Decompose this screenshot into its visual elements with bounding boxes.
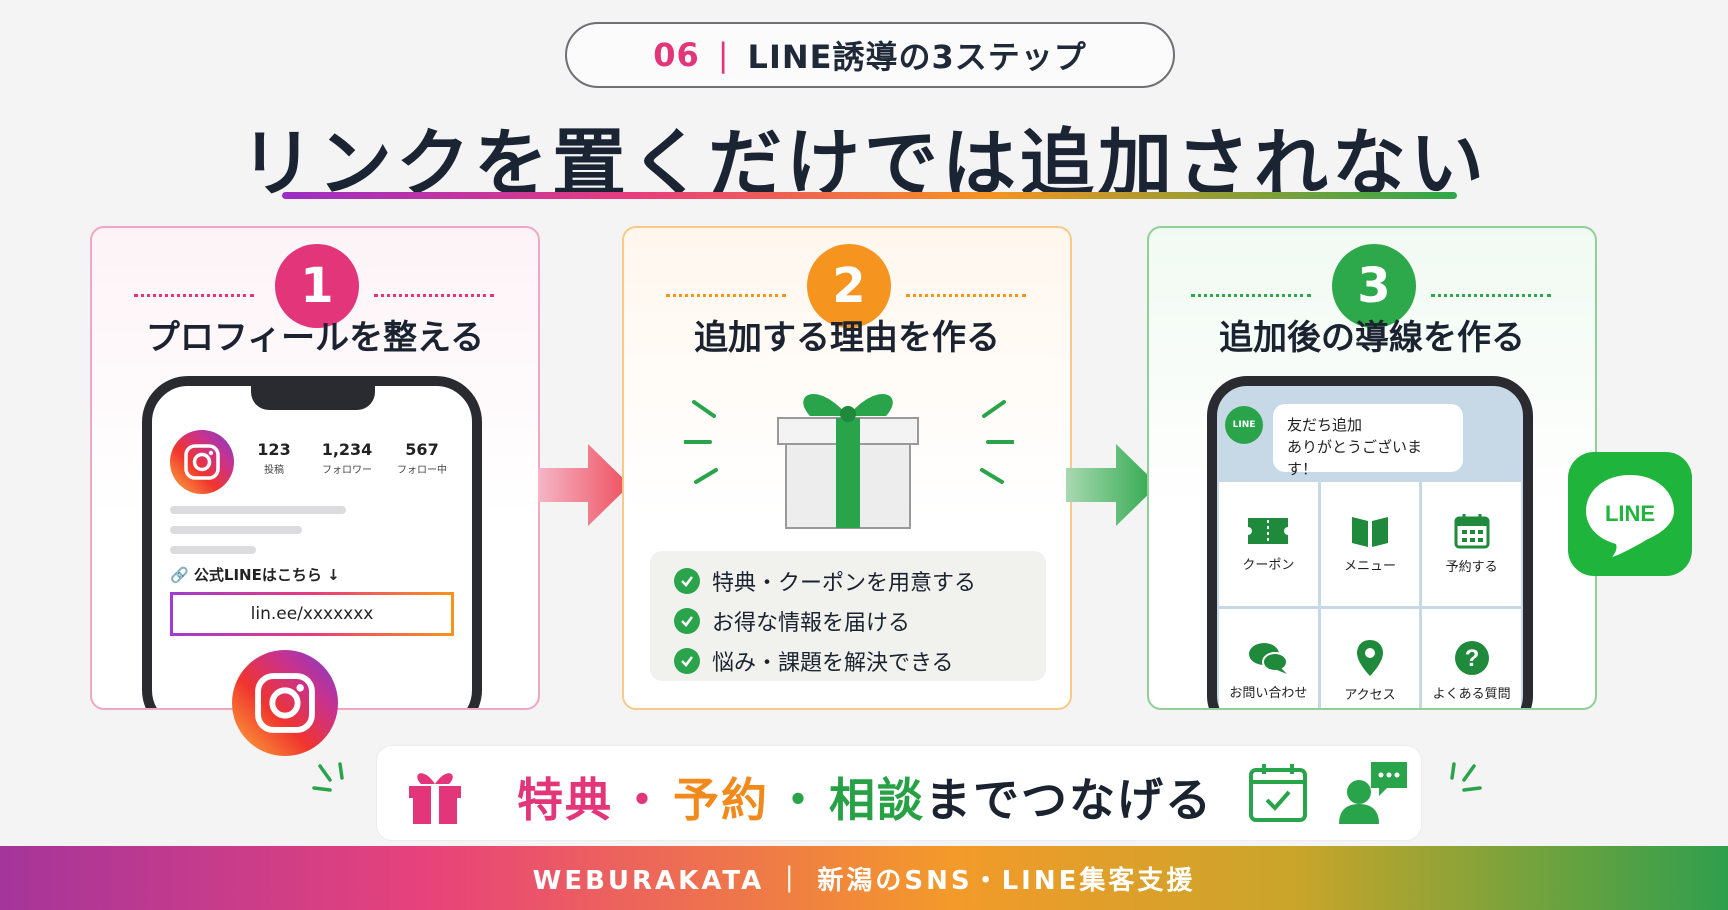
instagram-logo-icon [232, 650, 338, 756]
chat-bubbles-icon [1249, 642, 1289, 674]
stat-followers: 1,234 フォロワー [321, 440, 373, 476]
gift-icon [409, 773, 461, 824]
arrow-right-icon [538, 444, 630, 526]
dotted-divider [1191, 294, 1311, 297]
menu-access[interactable]: アクセス [1320, 608, 1420, 708]
step-title: 追加する理由を作る [694, 318, 1000, 358]
section-separator: | [717, 36, 730, 74]
arrow-down-icon: ↓ [321, 566, 340, 584]
step-card-2: 2 追加する理由を作る 特典・クーポンを用意する お得な情報を届ける 悩み・課題… [622, 226, 1072, 710]
consultation-icon [1339, 762, 1407, 824]
check-icon [674, 568, 700, 594]
chat-bubble: 友だち追加 ありがとうございます！ [1273, 404, 1463, 478]
footer-bar: WEBURAKATA ｜ 新潟のSNS・LINE集客支援 [0, 846, 1728, 910]
step-number-badge: 1 [275, 244, 359, 328]
menu-reserve[interactable]: 予約する [1422, 482, 1521, 606]
dotted-divider [374, 294, 494, 297]
dotted-divider [666, 294, 786, 297]
step-number-badge: 2 [807, 244, 891, 328]
summary-banner: 特典 ・ 予約 ・ 相談 までつなげる [376, 745, 1422, 841]
list-item: 特典・クーポンを用意する [674, 561, 1046, 601]
menu-menu[interactable]: メニュー [1320, 482, 1420, 606]
section-number: 06 [653, 36, 700, 74]
step-number-badge: 3 [1332, 244, 1416, 328]
sparkle-lines [312, 762, 344, 792]
menu-contact[interactable]: お問い合わせ [1219, 608, 1318, 708]
stat-following: 567 フォロー中 [397, 440, 447, 476]
link-icon: 🔗 [170, 566, 194, 584]
bio-placeholder-line [170, 546, 256, 554]
book-icon [1351, 517, 1388, 548]
dotted-divider [134, 294, 254, 297]
step-title: 追加後の導線を作る [1219, 318, 1525, 358]
line-url-box[interactable]: lin.ee/xxxxxxx [170, 592, 454, 636]
map-pin-icon [1356, 639, 1383, 676]
check-icon [674, 648, 700, 674]
phone-notch [251, 384, 375, 410]
step-title: プロフィールを整える [145, 318, 485, 358]
list-item: お得な情報を届ける [674, 601, 1046, 641]
dotted-divider [906, 294, 1026, 297]
rich-menu: クーポン メニュー 予約する お問い合わせ アクセス ? よくある質問 [1219, 482, 1521, 708]
bio-placeholder-line [170, 526, 302, 534]
svg-text:?: ? [1464, 645, 1479, 672]
line-app-icon: LINE [1568, 452, 1692, 576]
menu-faq[interactable]: ? よくある質問 [1422, 608, 1521, 708]
dotted-divider [1431, 294, 1551, 297]
line-logo-text: LINE [1605, 501, 1655, 526]
phone-mockup: LINE 友だち追加 ありがとうございます！ クーポン メニュー 予約する お問… [1207, 376, 1533, 708]
instagram-icon [170, 430, 234, 494]
gift-box-icon [777, 393, 919, 529]
calendar-icon [1454, 514, 1490, 549]
summary-text: 特典 ・ 予約 ・ 相談 までつなげる [517, 773, 1213, 827]
step-card-1: 1 プロフィールを整える 123 投稿 1,234 フォロワー 567 フォロー… [90, 226, 540, 710]
section-label: 06 | LINE誘導の3ステップ [565, 22, 1175, 88]
sparkle-lines [684, 400, 1014, 484]
list-item: 悩み・課題を解決できる [674, 641, 1046, 681]
title-underline [282, 192, 1457, 199]
reason-checklist: 特典・クーポンを用意する お得な情報を届ける 悩み・課題を解決できる [650, 551, 1046, 681]
bio-placeholder-line [170, 506, 346, 514]
check-icon [674, 608, 700, 634]
ticket-icon [1248, 518, 1289, 545]
step-card-3: 3 追加後の導線を作る LINE 友だち追加 ありがとうございます！ クーポン … [1147, 226, 1597, 710]
menu-coupon[interactable]: クーポン [1219, 482, 1318, 606]
official-line-link[interactable]: 🔗 公式LINEはこちら ↓ [170, 566, 340, 584]
phone-mockup: 123 投稿 1,234 フォロワー 567 フォロー中 🔗 公式LINEはこち… [142, 376, 482, 708]
question-icon: ? [1454, 640, 1489, 675]
section-label-text: LINE誘導の3ステップ [747, 38, 1087, 76]
calendar-check-icon [1249, 764, 1307, 822]
stat-posts: 123 投稿 [257, 440, 291, 476]
arrow-right-icon [1066, 444, 1158, 526]
sparkle-lines [1450, 762, 1482, 792]
line-avatar-icon: LINE [1225, 406, 1263, 444]
